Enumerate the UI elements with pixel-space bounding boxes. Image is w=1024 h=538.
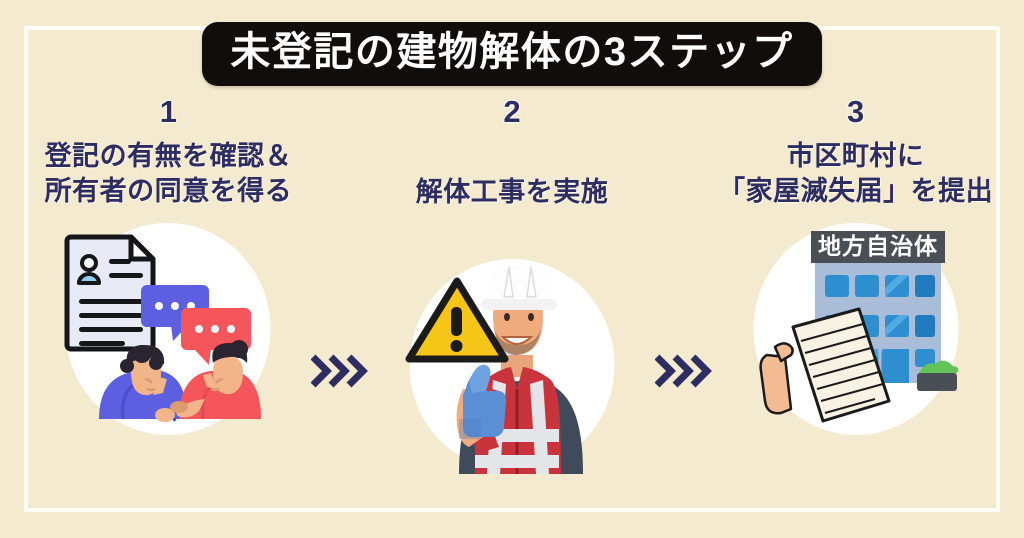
- step-1-label-line1: 登記の有無を確認＆: [44, 141, 293, 171]
- step-1-label: 登記の有無を確認＆ 所有者の同意を得る: [45, 139, 293, 213]
- step-3-label-line1: 市区町村に: [786, 141, 925, 171]
- government-building-illustration: 地方自治体: [758, 231, 958, 423]
- step-3-illustration: 地方自治体: [741, 223, 971, 438]
- chevrons-right-icon: [311, 354, 369, 388]
- step-3-label-line2: 「家屋滅失届」を提出: [718, 175, 994, 206]
- step-1-label-line2: 所有者の同意を得る: [44, 175, 293, 206]
- step-2-label-line1: 解体工事を実施: [415, 177, 609, 207]
- title-container: 未登記の建物解体の3ステップ: [0, 22, 1024, 86]
- page-title: 未登記の建物解体の3ステップ: [202, 22, 822, 86]
- step-3: 3 市区町村に 「家屋滅失届」を提出: [713, 96, 998, 438]
- blue-glove-thumbs-up-icon: [458, 364, 506, 439]
- warning-triangle-icon: [405, 277, 509, 363]
- arrow-group-2: [654, 354, 713, 388]
- document-icon: [64, 234, 156, 352]
- hand-holding-document-icon: [758, 307, 891, 423]
- arrow-group-1: [311, 354, 370, 388]
- steps-row: 1 登記の有無を確認＆ 所有者の同意を得る: [26, 96, 998, 496]
- step-1: 1 登記の有無を確認＆ 所有者の同意を得る: [26, 96, 311, 438]
- document-and-people-illustration: [64, 234, 262, 422]
- step-3-label: 市区町村に 「家屋滅失届」を提出: [718, 139, 993, 213]
- step-2-number: 2: [503, 94, 521, 129]
- speech-bubble-red-icon: [181, 308, 252, 365]
- person-left-figure: [99, 345, 188, 422]
- step-2-label: 解体工事を実施: [416, 139, 609, 249]
- step-1-number: 1: [159, 94, 177, 129]
- step-3-number: 3: [846, 94, 865, 129]
- person-right-figure: [170, 340, 262, 420]
- step-2: 2 解体工事を実施: [370, 96, 655, 474]
- construction-worker-illustration: [405, 265, 583, 474]
- building-sign-label: 地方自治体: [818, 233, 938, 259]
- step-2-illustration: [397, 259, 627, 474]
- chevrons-right-icon: [654, 354, 712, 388]
- step-1-illustration: [53, 223, 283, 438]
- worker-figure: [456, 265, 583, 474]
